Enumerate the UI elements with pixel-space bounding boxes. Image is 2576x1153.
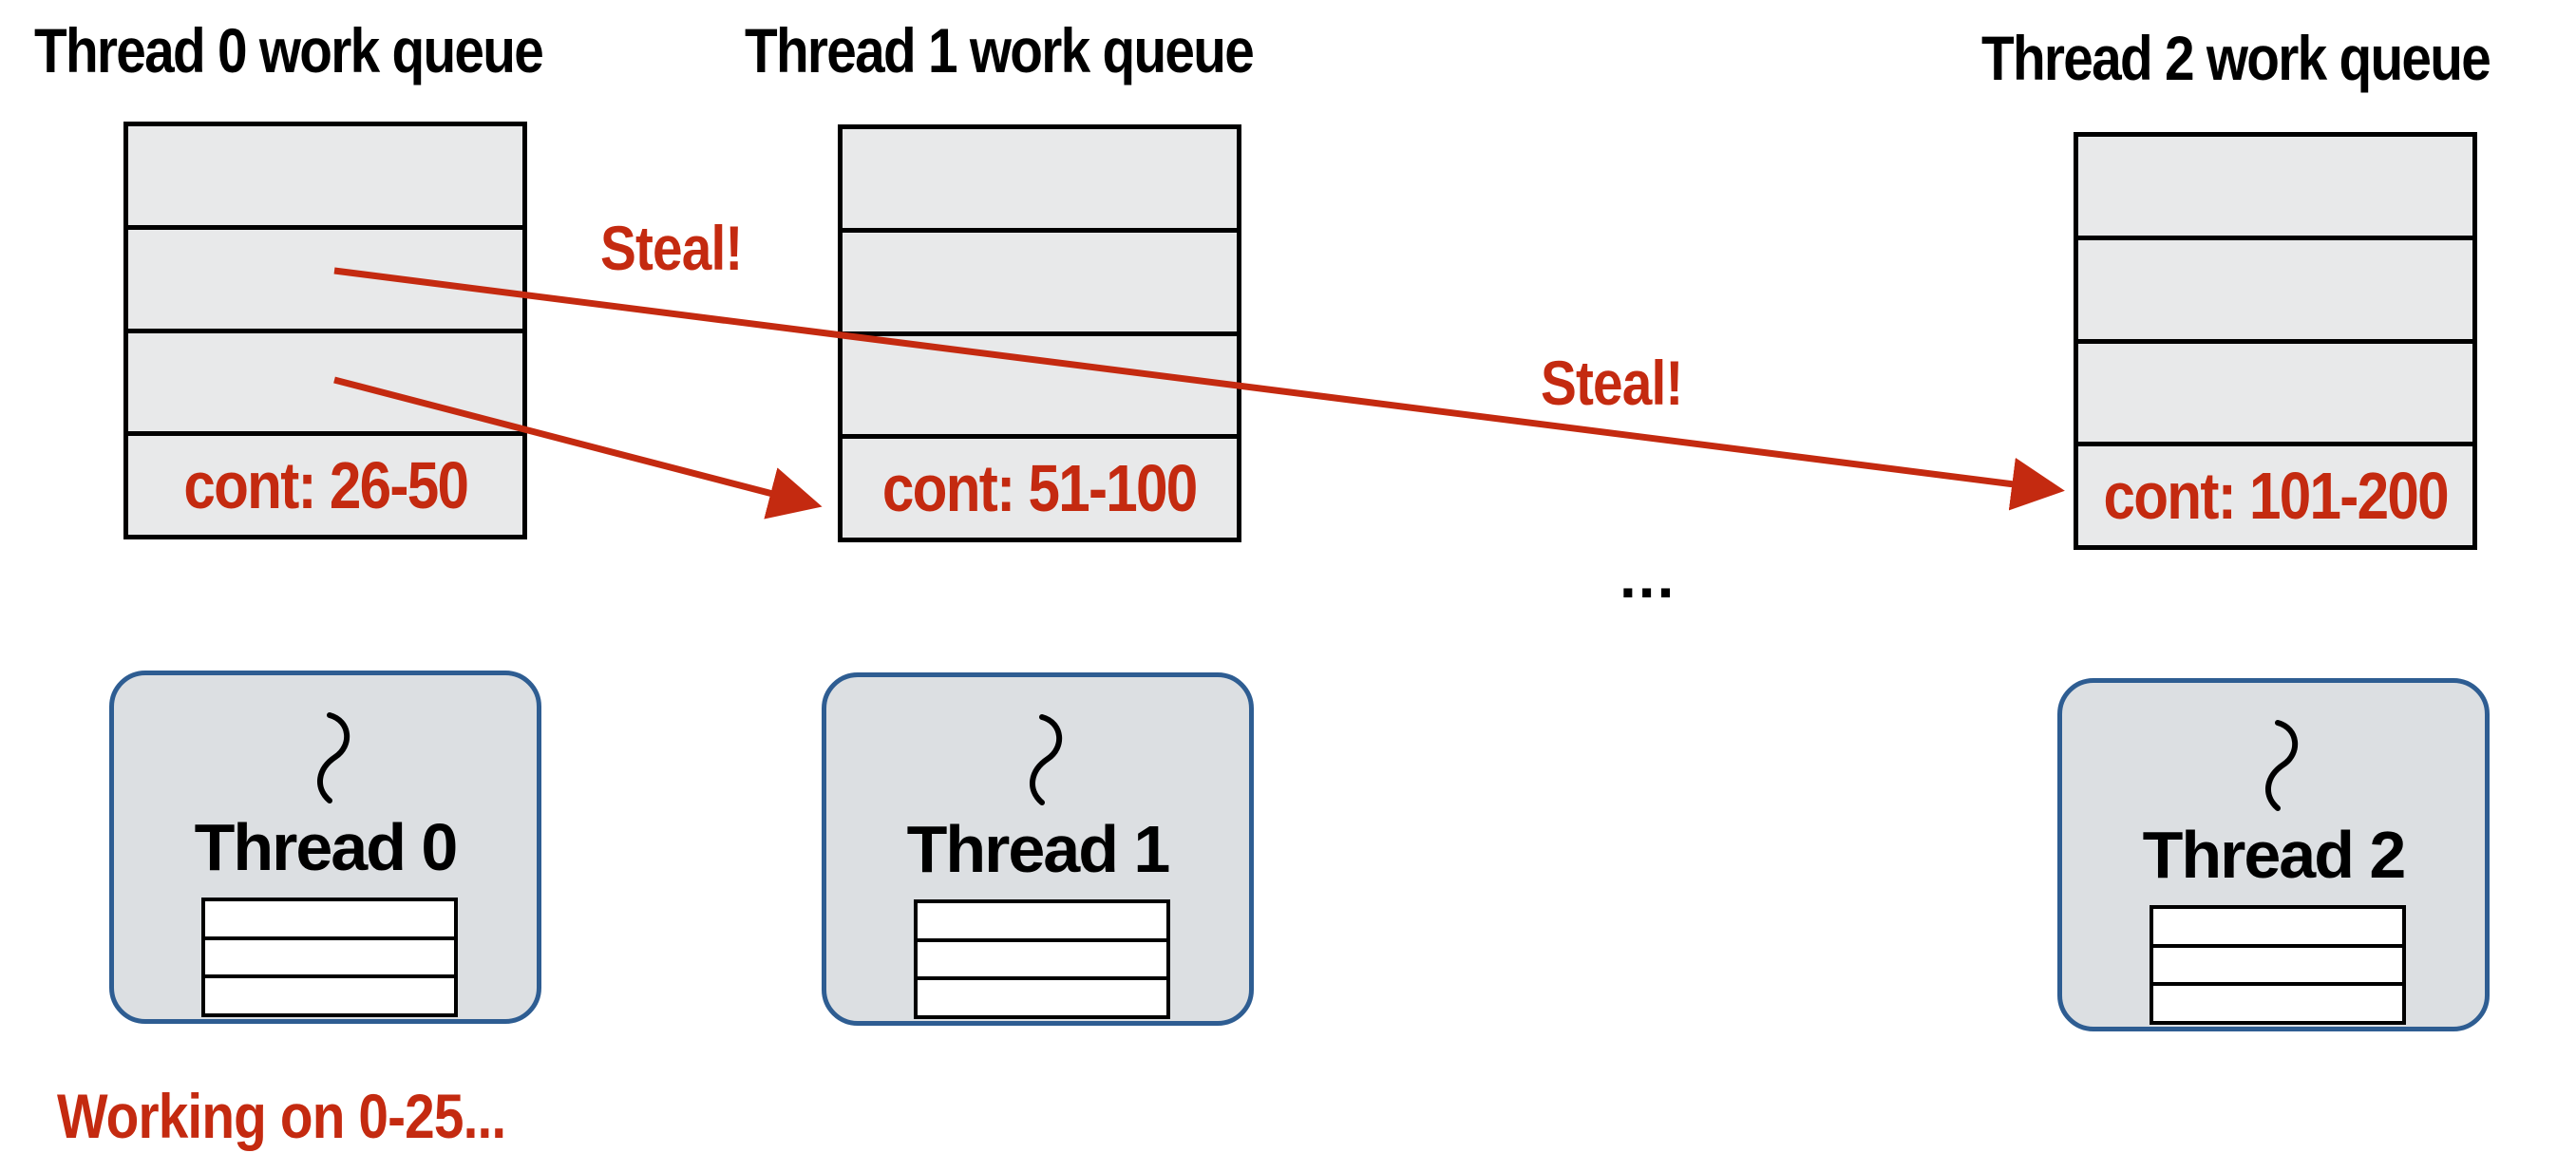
thread-0-box: Thread 0	[109, 671, 541, 1024]
stack-row	[918, 980, 1166, 1015]
queue-slot	[843, 129, 1237, 233]
queue-slot	[128, 333, 522, 437]
queue-title-thread-2: Thread 2 work queue	[1981, 23, 2491, 93]
thread-squiggle-icon	[317, 712, 350, 803]
thread-2-label: Thread 2	[2142, 818, 2407, 892]
queue-slot	[843, 233, 1237, 336]
queue-title-thread-0: Thread 0 work queue	[34, 15, 544, 85]
stack-row	[918, 942, 1166, 981]
continuation-label: cont: 51-100	[882, 451, 1198, 526]
queue-slot-continuation: cont: 101-200	[2078, 446, 2472, 545]
steal-label-1: Steal!	[600, 213, 743, 283]
thread-1-box: Thread 1	[822, 672, 1254, 1026]
thread-1-stack	[914, 899, 1170, 1019]
queue-slot	[128, 230, 522, 333]
work-queue-thread-1: cont: 51-100	[838, 124, 1241, 542]
work-queue-thread-0: cont: 26-50	[123, 122, 527, 539]
stack-row	[205, 940, 454, 979]
stack-row	[2153, 909, 2402, 948]
stack-row	[2153, 948, 2402, 987]
queue-slot-continuation: cont: 51-100	[843, 439, 1237, 538]
queue-slot	[2078, 344, 2472, 447]
continuation-label: cont: 26-50	[183, 448, 469, 523]
steal-label-2: Steal!	[1541, 348, 1683, 418]
queue-slot	[2078, 137, 2472, 240]
continuation-label: cont: 101-200	[2103, 459, 2449, 534]
working-status-text: Working on 0-25...	[57, 1081, 506, 1151]
queue-title-thread-1: Thread 1 work queue	[745, 15, 1255, 85]
work-queue-thread-2: cont: 101-200	[2074, 132, 2477, 550]
stack-row	[205, 901, 454, 940]
stack-row	[205, 978, 454, 1013]
ellipsis: ...	[1619, 542, 1676, 611]
thread-0-label: Thread 0	[194, 810, 459, 884]
stack-row	[918, 903, 1166, 942]
thread-squiggle-icon	[2265, 720, 2299, 811]
queue-slot	[128, 126, 522, 230]
queue-slot	[2078, 240, 2472, 344]
queue-slot	[843, 336, 1237, 440]
thread-2-stack	[2150, 905, 2406, 1025]
thread-1-label: Thread 1	[906, 812, 1171, 886]
thread-2-box: Thread 2	[2057, 678, 2490, 1031]
thread-squiggle-icon	[1030, 714, 1063, 805]
queue-slot-continuation: cont: 26-50	[128, 436, 522, 535]
thread-0-stack	[201, 898, 458, 1017]
stack-row	[2153, 986, 2402, 1021]
